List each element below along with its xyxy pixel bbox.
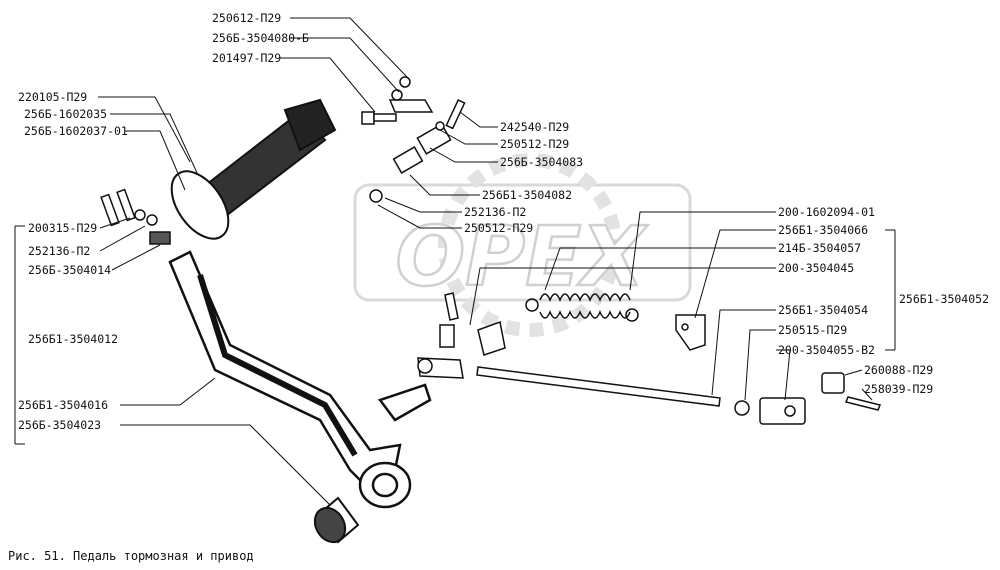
label-252136-top: 252136-П2 [464, 205, 526, 219]
pedal-lever [168, 250, 432, 509]
label-256b-3504083: 256Б-3504083 [500, 155, 583, 169]
label-252136-left: 252136-П2 [28, 244, 90, 258]
label-220105: 220105-П29 [18, 90, 87, 104]
label-260088: 260088-П29 [864, 363, 933, 377]
label-256b1-3504066: 256Б1-3504066 [778, 223, 868, 237]
label-256b-3504080: 256Б-3504080-Б [212, 31, 309, 45]
part-labels: 250612-П29 256Б-3504080-Б 201497-П29 220… [18, 11, 989, 432]
label-256b-1602037: 256Б-1602037-01 [24, 124, 128, 138]
label-214b-3504057: 214Б-3504057 [778, 241, 861, 255]
label-256b1-3504082: 256Б1-3504082 [482, 188, 572, 202]
label-256b-3504014: 256Б-3504014 [28, 263, 111, 277]
brake-rod [476, 366, 721, 407]
label-242540: 242540-П29 [500, 120, 569, 134]
watermark-logo: OPEX [353, 153, 692, 337]
label-256b1-3504016: 256Б1-3504016 [18, 398, 108, 412]
bushing [313, 496, 360, 544]
top-hardware [361, 76, 466, 203]
leader-lines [14, 17, 896, 506]
label-200315: 200315-П29 [28, 221, 97, 235]
label-256b-3504023: 256Б-3504023 [18, 418, 101, 432]
label-200-3504055: 200-3504055-В2 [778, 343, 875, 357]
label-200-3504045: 200-3504045 [778, 261, 854, 275]
watermark-text: OPEX [395, 210, 648, 305]
label-258039: 258039-П29 [864, 382, 933, 396]
label-250515: 250515-П29 [778, 323, 847, 337]
label-250512-mid: 250512-П29 [464, 221, 533, 235]
pedal-boot [170, 98, 337, 240]
label-256b1-3504054: 256Б1-3504054 [778, 303, 868, 317]
right-parts [734, 372, 882, 425]
label-250512-top: 250512-П29 [500, 137, 569, 151]
label-256b1-3504052: 256Б1-3504052 [899, 292, 989, 306]
middle-parts [417, 292, 706, 379]
left-bolts [100, 188, 171, 245]
label-256b1-3504012: 256Б1-3504012 [28, 332, 118, 346]
label-250612: 250612-П29 [212, 11, 281, 25]
label-256b-1602035: 256Б-1602035 [24, 107, 107, 121]
figure-caption: Рис. 51. Педаль тормозная и привод [8, 549, 254, 563]
return-spring [525, 293, 639, 322]
label-201497: 201497-П29 [212, 51, 281, 65]
label-200-1602094: 200-1602094-01 [778, 205, 875, 219]
